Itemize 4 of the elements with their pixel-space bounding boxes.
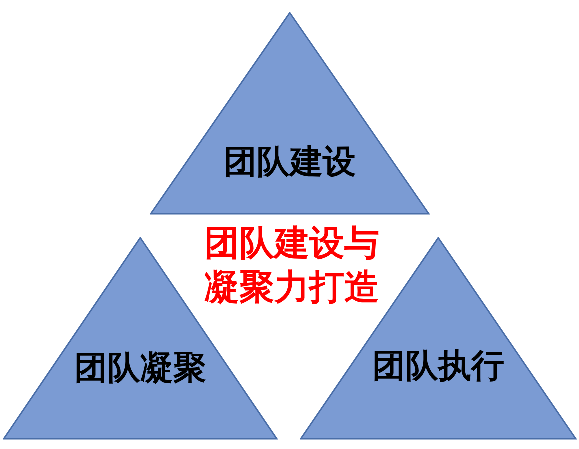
triangle-label: 团队执行 [372,346,504,386]
triangle-label: 团队建设 [224,142,356,182]
triangle-label: 团队凝聚 [74,348,206,388]
center-title: 团队建设与凝聚力打造 [204,223,380,310]
